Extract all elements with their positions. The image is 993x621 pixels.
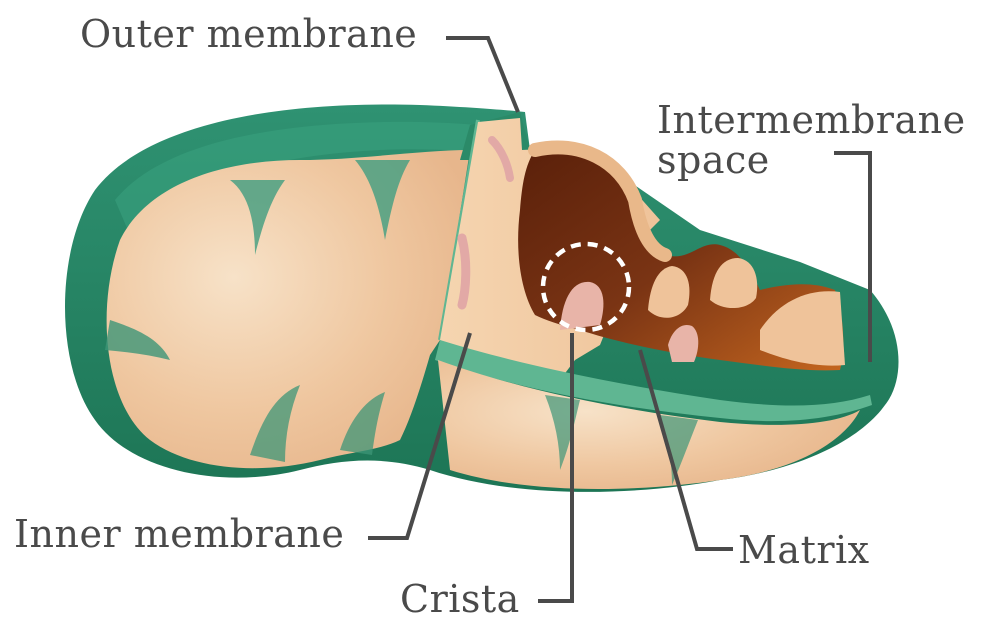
label-crista: Crista (400, 579, 520, 619)
leader-outer-membrane (446, 38, 518, 112)
label-matrix: Matrix (738, 530, 870, 570)
label-outer-membrane: Outer membrane (80, 14, 417, 54)
label-intermembrane-space: Intermembrane space (657, 100, 966, 180)
crista-streak-1 (462, 238, 466, 305)
label-intermembrane-line2: space (657, 140, 966, 180)
label-intermembrane-line1: Intermembrane (657, 100, 966, 140)
label-inner-membrane: Inner membrane (14, 514, 344, 554)
